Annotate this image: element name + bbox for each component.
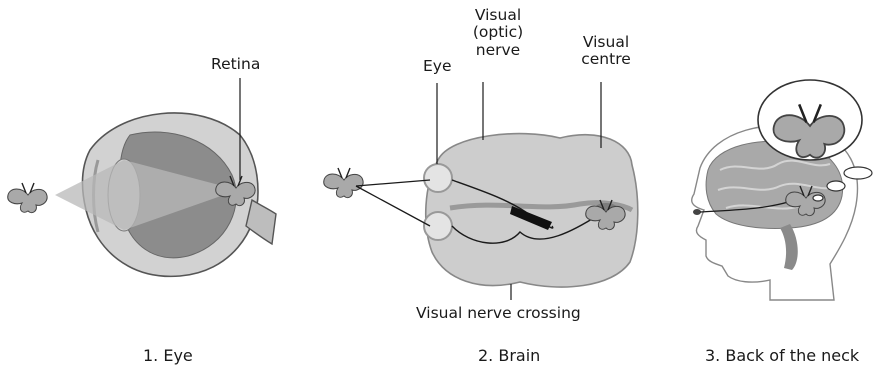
head-diagram xyxy=(692,80,872,300)
visual-centre-label: Visual centre xyxy=(566,34,646,69)
optic-nerve-stalk xyxy=(246,200,276,244)
light-ray-upper xyxy=(356,180,430,186)
nerve-crossing-label: Visual nerve crossing xyxy=(416,305,581,322)
thought-dot-small xyxy=(813,195,823,201)
caption-brain: 2. Brain xyxy=(478,346,540,365)
left-eye xyxy=(424,164,452,192)
butterfly-icon xyxy=(8,183,47,213)
retina-label: Retina xyxy=(211,56,260,73)
eye-diagram xyxy=(8,78,276,276)
caption-back-of-neck: 3. Back of the neck xyxy=(705,346,859,365)
head-eye xyxy=(693,209,701,215)
light-ray-lower xyxy=(356,186,430,226)
butterfly-icon xyxy=(324,168,363,198)
thought-dot-large xyxy=(844,167,872,179)
right-eye xyxy=(424,212,452,240)
eye-label: Eye xyxy=(423,58,452,75)
optic-nerve-label: Visual (optic) nerve xyxy=(458,7,538,59)
brain-diagram xyxy=(324,82,638,300)
caption-eye: 1. Eye xyxy=(143,346,193,365)
thought-dot-medium xyxy=(827,181,845,191)
